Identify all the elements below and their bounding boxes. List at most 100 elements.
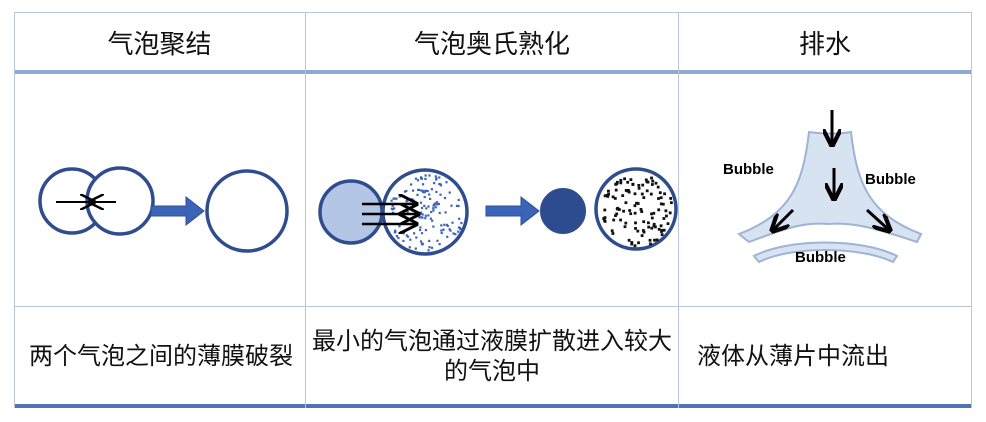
gas-dot bbox=[394, 230, 397, 233]
gas-dot bbox=[403, 190, 406, 193]
gas-dot bbox=[443, 196, 447, 200]
coalescence-diagram bbox=[14, 74, 305, 306]
gas-dot bbox=[630, 241, 634, 244]
gas-dot bbox=[635, 201, 638, 205]
gas-dot bbox=[459, 228, 462, 231]
mechanism-table: 气泡聚结 气泡奥氏熟化 排水 bbox=[14, 12, 972, 408]
gas-dot bbox=[642, 230, 646, 234]
gas-dot bbox=[647, 225, 651, 229]
coalescence-svg bbox=[38, 166, 289, 253]
gas-dot bbox=[454, 233, 457, 236]
gas-dot bbox=[405, 189, 408, 193]
gas-dot bbox=[659, 224, 663, 228]
bubble-label-left: Bubble bbox=[723, 161, 774, 178]
gas-dot bbox=[443, 223, 446, 226]
header-coalescence: 气泡聚结 bbox=[107, 29, 212, 60]
gas-dot bbox=[450, 204, 453, 207]
gas-dot bbox=[621, 194, 625, 197]
gas-dot bbox=[451, 221, 454, 224]
gas-dot bbox=[614, 214, 617, 217]
gas-dot bbox=[624, 201, 628, 205]
col-divider-1 bbox=[305, 12, 306, 408]
header-ostwald-ripening: 气泡奥氏熟化 bbox=[413, 29, 570, 60]
gas-dot bbox=[424, 174, 427, 177]
gas-dot bbox=[642, 229, 645, 232]
gas-dot bbox=[669, 197, 673, 200]
gas-dot bbox=[660, 230, 663, 233]
grown-bubble bbox=[594, 167, 678, 251]
gas-dot bbox=[649, 242, 652, 246]
gas-dot bbox=[421, 242, 424, 245]
gas-dot bbox=[641, 183, 645, 187]
gas-dot bbox=[428, 174, 431, 177]
gas-dot bbox=[414, 177, 418, 180]
gas-dot bbox=[623, 177, 626, 181]
gas-dot bbox=[427, 214, 430, 217]
gas-dot bbox=[435, 177, 438, 180]
gas-dot bbox=[423, 195, 426, 199]
gas-dot bbox=[612, 218, 616, 222]
gas-dot bbox=[406, 235, 410, 238]
gas-dot bbox=[653, 238, 656, 242]
gas-dot bbox=[603, 194, 607, 198]
grown-bubble-dots bbox=[602, 176, 673, 248]
gas-dot bbox=[663, 192, 666, 196]
gas-dot bbox=[433, 182, 436, 185]
gas-dot bbox=[636, 202, 640, 205]
gas-dot bbox=[662, 217, 666, 220]
gas-dot bbox=[445, 223, 448, 226]
gas-dot bbox=[651, 183, 654, 186]
gas-dot bbox=[423, 204, 426, 207]
gas-dot bbox=[457, 230, 460, 233]
gas-dot bbox=[421, 213, 424, 216]
gas-dot bbox=[613, 197, 617, 200]
gas-dot bbox=[419, 226, 422, 229]
gas-dot bbox=[402, 194, 405, 198]
bottom-rule bbox=[14, 404, 972, 408]
header-drainage: 排水 bbox=[798, 29, 851, 60]
gas-dot bbox=[444, 211, 447, 214]
gas-dot bbox=[418, 216, 421, 219]
gas-dot bbox=[390, 199, 393, 202]
gas-dot bbox=[402, 239, 405, 242]
gas-dot bbox=[434, 202, 437, 205]
gas-dot bbox=[457, 198, 460, 202]
gas-dot bbox=[455, 204, 459, 207]
gas-dot bbox=[428, 246, 431, 249]
gas-dot bbox=[634, 227, 637, 230]
gas-dot bbox=[390, 207, 393, 210]
gas-dot bbox=[628, 209, 632, 212]
process-arrow bbox=[485, 195, 540, 227]
gas-dot bbox=[657, 197, 660, 200]
gas-dot bbox=[393, 207, 396, 210]
gas-dot bbox=[414, 247, 417, 250]
gas-dot bbox=[607, 192, 610, 196]
gas-dot bbox=[652, 211, 656, 215]
gas-dot bbox=[603, 208, 607, 212]
process-arrow bbox=[150, 195, 205, 227]
gas-dot bbox=[460, 222, 463, 225]
gas-dot bbox=[428, 239, 431, 242]
drain-arrow-right bbox=[865, 208, 889, 230]
gas-dot bbox=[406, 219, 409, 222]
gas-dot bbox=[436, 239, 439, 242]
gas-dot bbox=[422, 189, 425, 192]
gas-dot bbox=[659, 196, 663, 200]
gas-dot bbox=[424, 214, 427, 217]
gas-dot bbox=[618, 208, 621, 211]
drainage-svg: Bubble Bubble Bubble bbox=[723, 110, 923, 266]
gas-dot bbox=[424, 177, 427, 180]
gas-dot bbox=[670, 201, 673, 205]
gas-dot bbox=[629, 178, 633, 181]
right-border bbox=[971, 12, 972, 408]
gas-dot bbox=[391, 204, 394, 207]
gas-dot bbox=[647, 221, 650, 225]
gas-dot bbox=[432, 207, 435, 210]
gas-dot bbox=[430, 210, 433, 214]
gas-dot bbox=[427, 205, 430, 208]
top-border bbox=[14, 12, 972, 13]
gas-dot bbox=[435, 190, 438, 193]
header-rule bbox=[14, 70, 972, 74]
gas-dot bbox=[420, 232, 424, 235]
drainage-diagram: Bubble Bubble Bubble bbox=[679, 74, 971, 306]
